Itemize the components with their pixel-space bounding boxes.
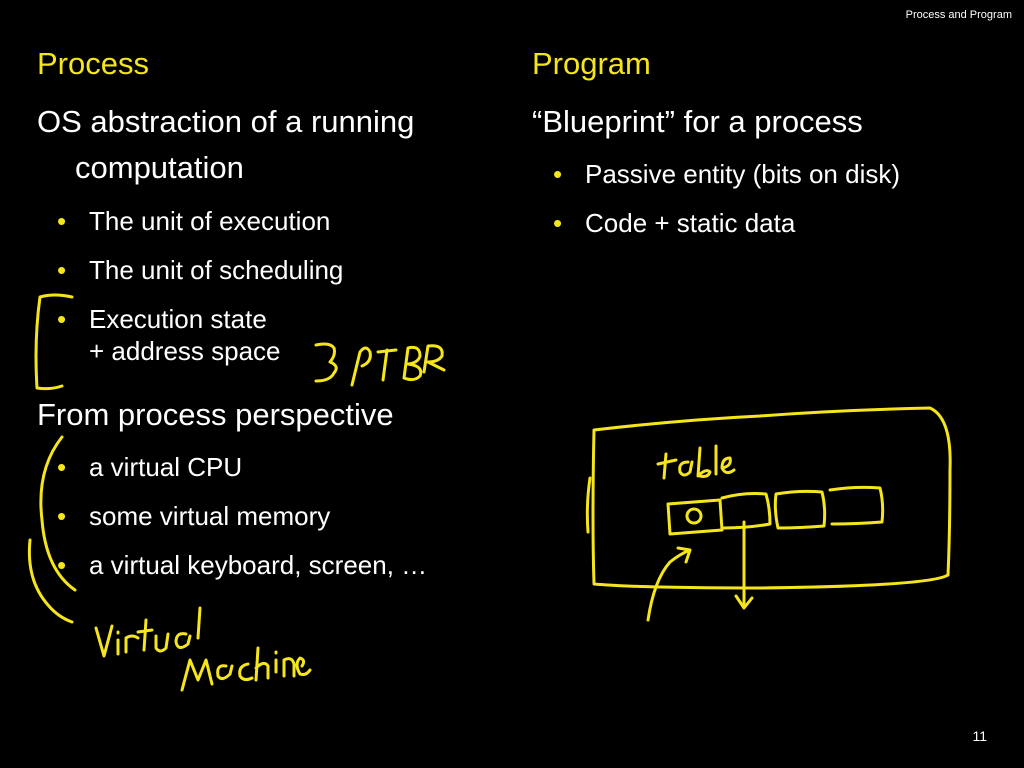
list-item-text: Execution state: [89, 304, 267, 334]
ink-arrow-up: [646, 546, 692, 622]
list-item-text: some virtual memory: [89, 501, 331, 531]
list-item: a virtual keyboard, screen, …: [57, 549, 427, 581]
list-item: The unit of scheduling: [57, 254, 343, 286]
list-item: Execution state + address space: [57, 303, 343, 367]
ink-table-cell-2: [720, 492, 772, 530]
ink-table-cell-3: [773, 489, 827, 530]
ink-ptbr-text: [350, 344, 446, 387]
list-item: The unit of execution: [57, 205, 343, 237]
list-item-text: The unit of execution: [89, 206, 331, 236]
ink-table-cell-4: [828, 485, 885, 526]
list-item-text-line2: + address space: [89, 336, 281, 366]
list-item-text: The unit of scheduling: [89, 255, 344, 285]
ink-table-cell-1: [666, 498, 724, 536]
process-heading: Process: [37, 46, 149, 81]
process-definition: OS abstraction of a running computation: [37, 99, 507, 191]
list-item: a virtual CPU: [57, 451, 427, 483]
process-bullet-list: The unit of execution The unit of schedu…: [57, 205, 343, 384]
perspective-bullet-list: a virtual CPU some virtual memory a virt…: [57, 451, 427, 598]
list-item: Passive entity (bits on disk): [553, 158, 900, 190]
program-definition: “Blueprint” for a process: [532, 104, 863, 139]
list-item-text: Code + static data: [585, 208, 796, 238]
process-definition-line1: OS abstraction of a running: [37, 104, 415, 139]
program-heading: Program: [532, 46, 651, 81]
ink-memory-box: [591, 406, 952, 590]
page-number: 11: [972, 728, 987, 744]
list-item-text: a virtual CPU: [89, 452, 243, 482]
process-definition-line2: computation: [75, 150, 244, 185]
program-bullet-list: Passive entity (bits on disk) Code + sta…: [553, 158, 900, 256]
ink-table-text: [656, 444, 736, 480]
list-item-text: Passive entity (bits on disk): [585, 159, 901, 189]
ink-virtual-machine-text: [94, 606, 312, 692]
ink-arrow-down: [734, 520, 754, 610]
ink-box-left-mark: [585, 476, 592, 534]
ink-table-dot: [685, 507, 703, 525]
list-item: some virtual memory: [57, 500, 427, 532]
slide-header-title: Process and Program: [905, 9, 1012, 21]
list-item-text: a virtual keyboard, screen, …: [89, 550, 428, 580]
process-perspective-heading: From process perspective: [37, 397, 394, 432]
list-item: Code + static data: [553, 207, 900, 239]
